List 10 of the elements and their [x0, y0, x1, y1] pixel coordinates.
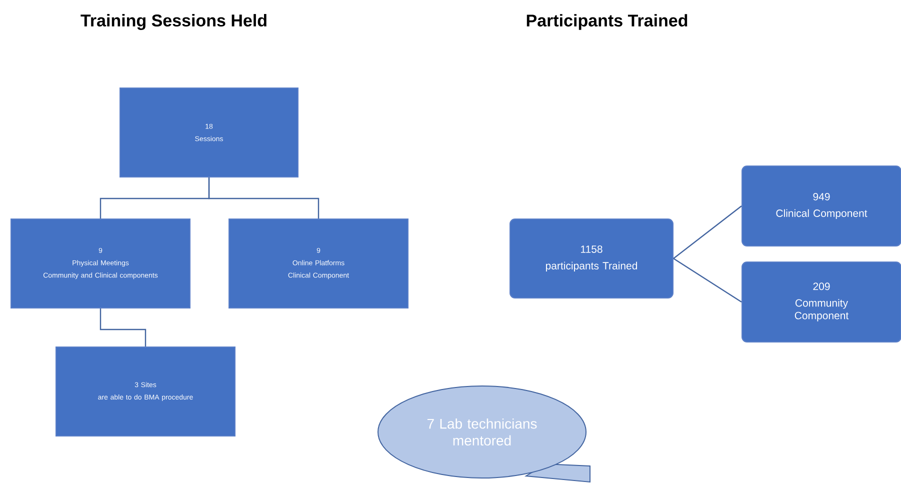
speech-bubble: 7 Lab technicians mentored: [378, 386, 590, 483]
rounded-box: 209 Community Component: [742, 262, 901, 342]
connector-line: [673, 206, 742, 259]
heading: Participants Trained: [526, 14, 688, 30]
rounded-box: 949 Clinical Component: [742, 166, 901, 246]
connector-line: [100, 308, 146, 346]
heading: Training Sessions Held: [80, 14, 266, 30]
connector-line: [673, 258, 742, 303]
rounded-box: 1158 participants Trained: [510, 218, 674, 298]
connector-line: [208, 178, 320, 218]
